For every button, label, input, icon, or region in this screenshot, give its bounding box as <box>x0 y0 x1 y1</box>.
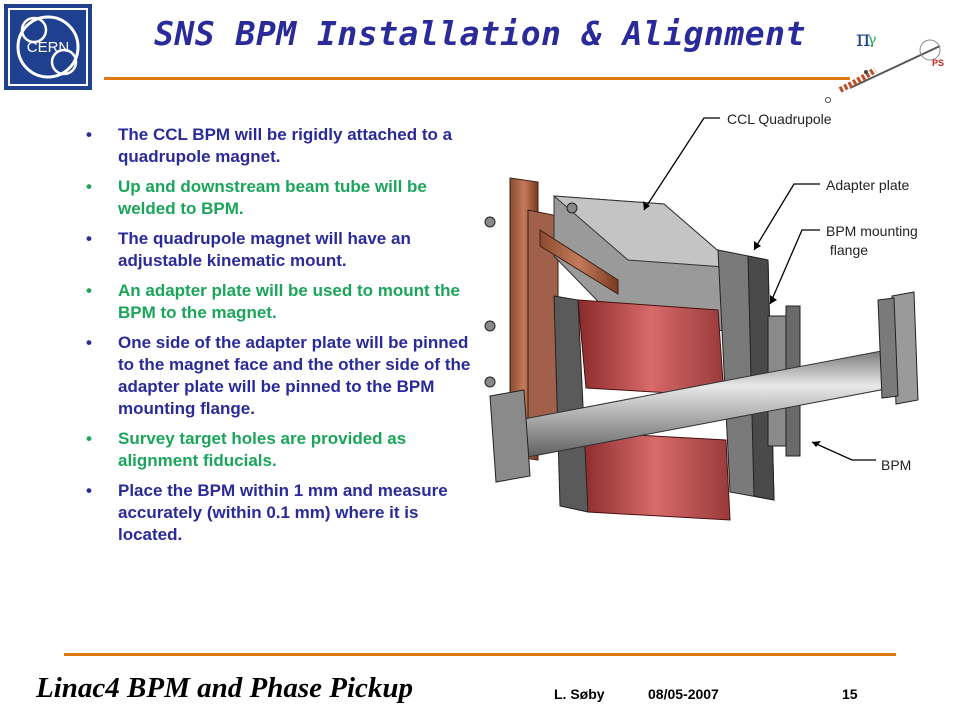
bullet-text: The quadrupole magnet will have an adjus… <box>118 229 411 270</box>
bullet-text: An adapter plate will be used to mount t… <box>118 281 460 322</box>
bullet-item: • Place the BPM within 1 mm and measure a… <box>86 480 471 546</box>
cern-logo-text: CERN <box>27 39 70 56</box>
slide-title: SNS BPM Installation & Alignment <box>154 14 806 53</box>
footer-page-number: 15 <box>842 686 858 702</box>
footer-date: 08/05-2007 <box>648 686 719 702</box>
bullet-item: • Up and downstream beam tube will be wel… <box>86 176 471 220</box>
bullet-text: The CCL BPM will be rigidly attached to … <box>118 125 453 166</box>
title-divider <box>104 77 850 80</box>
callout-bpm-mounting-line2: flange <box>826 242 869 258</box>
svg-text:γ: γ <box>868 32 876 48</box>
bullet-text: One side of the adapter plate will be pi… <box>118 333 471 418</box>
svg-text:π: π <box>856 27 870 52</box>
bullet-item: • The quadrupole magnet will have an adju… <box>86 228 471 272</box>
bullet-text: Survey target holes are provided as alig… <box>118 429 407 470</box>
bullet-text: Up and downstream beam tube will be weld… <box>118 177 427 218</box>
footer-author: L. Søby <box>554 686 605 702</box>
bullet-dot-icon: • <box>86 481 92 500</box>
bullet-text: Place the BPM within 1 mm and measure ac… <box>118 481 448 544</box>
bullet-dot-icon: • <box>86 429 92 448</box>
footer-divider <box>64 653 896 656</box>
footer-title: Linac4 BPM and Phase Pickup <box>36 672 414 704</box>
corner-logo-text: PS <box>932 58 944 68</box>
callout-ccl-quadrupole: CCL Quadrupole <box>727 111 832 127</box>
callout-bpm-mounting-line1: BPM mounting <box>826 223 918 239</box>
callout-adapter-plate: Adapter plate <box>826 177 910 193</box>
bullet-dot-icon: • <box>86 229 92 248</box>
bullet-item: • Survey target holes are provided as ali… <box>86 428 471 472</box>
ps-corner-logo: π γ PS <box>825 27 944 103</box>
bullet-item: • The CCL BPM will be rigidly attached to… <box>86 124 471 168</box>
bullet-list: • The CCL BPM will be rigidly attached to… <box>86 124 471 554</box>
bullet-dot-icon: • <box>86 281 92 300</box>
bullet-dot-icon: • <box>86 125 92 144</box>
bullet-item: • One side of the adapter plate will be p… <box>86 332 471 420</box>
bpm-figure <box>484 117 919 521</box>
bullet-dot-icon: • <box>86 333 92 352</box>
callout-bpm: BPM <box>881 457 912 473</box>
bullet-item: • An adapter plate will be used to mount … <box>86 280 471 324</box>
cern-logo: CERN <box>4 4 92 90</box>
bullet-dot-icon: • <box>86 177 92 196</box>
